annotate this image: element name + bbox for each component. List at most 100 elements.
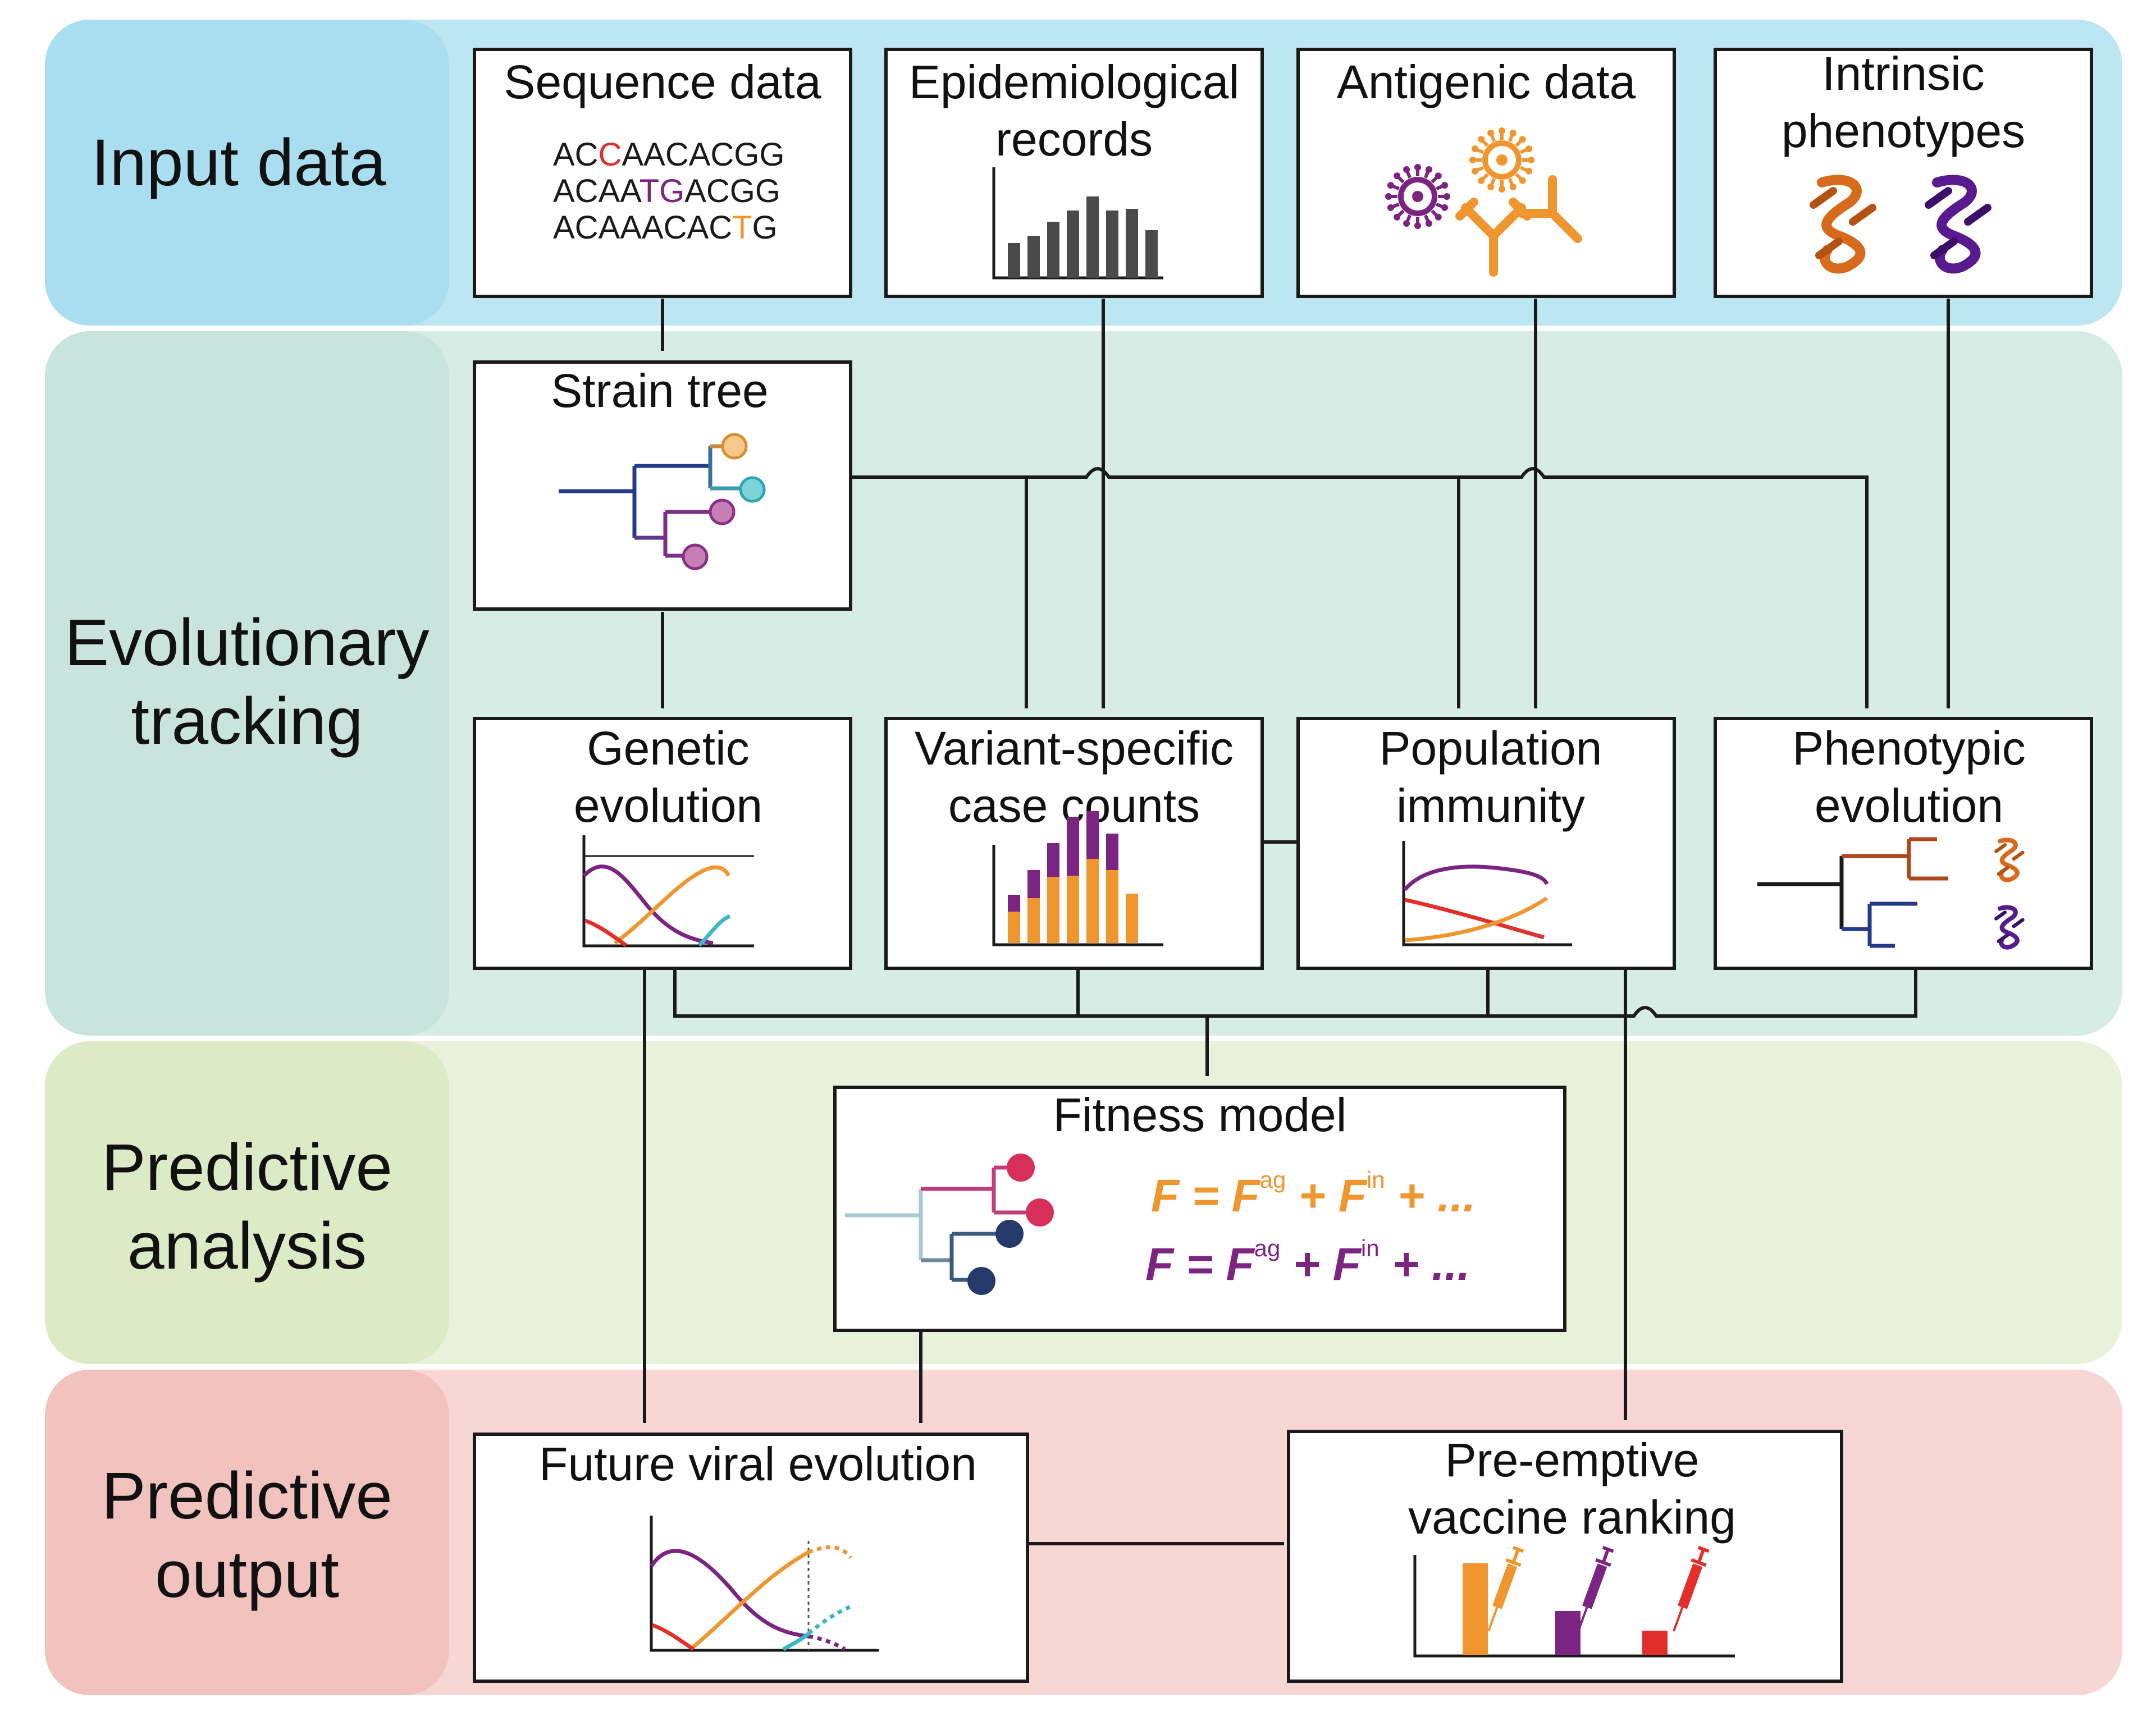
protein-structure-icon — [1810, 175, 1876, 274]
syringe-icon — [1673, 1545, 1710, 1632]
node-sequence-box — [473, 48, 852, 298]
band-input-label-panel — [45, 20, 449, 326]
epi-bar — [1106, 211, 1118, 278]
virus-spike-tip — [1469, 157, 1476, 163]
virus-spike-tip — [1509, 129, 1516, 136]
syringe-needle — [1673, 1607, 1684, 1632]
virus-spike-tip — [1525, 167, 1533, 175]
node-future-title: Future viral evolution — [539, 1438, 977, 1490]
virus-spike-tip — [1394, 172, 1401, 180]
epi-bar — [1047, 222, 1059, 278]
formula-lead: F = F — [1145, 1239, 1255, 1290]
band-label-input-line: Input data — [92, 126, 386, 200]
virus-spike-tip — [1519, 177, 1526, 184]
virus-spike-tip — [1509, 184, 1516, 191]
virus-spike-tip — [1425, 220, 1432, 227]
sequence-segment: G — [752, 209, 778, 246]
node-fitness-box — [833, 1086, 1566, 1332]
variant-bar-segment-purple — [1047, 843, 1059, 877]
formula-tail: + ... — [1380, 1239, 1470, 1290]
tree-tip — [739, 476, 766, 503]
antibody-icon-arm-tip — [1455, 198, 1478, 221]
node-phenotypic-box — [1714, 717, 2093, 970]
fitness-formula-orange: F = Fag + Fin + ... — [1151, 1166, 1476, 1221]
band-label-tracking-line: tracking — [131, 684, 363, 758]
node-fitness-title: Fitness model — [1053, 1088, 1347, 1141]
syringe-plunger — [1595, 1545, 1614, 1567]
node-antigenic-box — [1296, 48, 1676, 298]
virus-icon — [1469, 127, 1534, 193]
syringe-icon — [1577, 1545, 1614, 1632]
variant-bar-segment-orange — [1106, 870, 1118, 943]
vaccine-axis — [1413, 1555, 1735, 1658]
variant-bar-segment-purple — [1106, 834, 1118, 870]
genetic-curve-orange — [613, 865, 731, 945]
virus-spike-tip — [1435, 213, 1442, 221]
genetic-curve-purple — [582, 864, 714, 945]
sequence-line-2: ACAATGACGG — [553, 173, 780, 209]
connectors — [643, 299, 1950, 1545]
node-intrinsic-title-line: Intrinsic — [1822, 47, 1984, 100]
protein-icon-strand — [1994, 843, 2025, 876]
edge-row-collector — [673, 970, 1917, 1018]
population-curve-purple — [1403, 864, 1549, 891]
syringe-barrel — [1492, 1563, 1518, 1609]
syringe-icon — [1487, 1545, 1524, 1632]
node-population-title-line: immunity — [1396, 779, 1585, 832]
variant-bar-segment-purple — [1067, 817, 1079, 876]
protein-structure-icon — [1994, 838, 2025, 882]
node-genetic-title-line: Genetic — [587, 722, 750, 775]
virus-icon-core — [1398, 177, 1437, 216]
node-intrinsic-box — [1714, 48, 2093, 298]
sequence-segment: ACAAACAC — [553, 209, 732, 246]
future-curve-orange — [689, 1550, 810, 1651]
syringe-plunger — [1691, 1545, 1710, 1567]
band-label-output-line: output — [155, 1537, 339, 1612]
syringe-barrel — [1582, 1563, 1607, 1609]
sequence-segment: C — [599, 136, 622, 173]
fitness-tip — [1026, 1198, 1054, 1227]
virus-spike-tip — [1403, 166, 1410, 173]
virus-spike-tip — [1487, 184, 1495, 191]
syringe-barrel — [1677, 1563, 1703, 1609]
antibody-icon-arm — [1489, 203, 1526, 240]
virus-spike-tip — [1471, 167, 1478, 175]
band-label-output-line: Predictive — [102, 1459, 392, 1533]
node-strain-tree-title: Strain tree — [551, 364, 769, 417]
virus-icon-center — [1496, 154, 1508, 166]
virus-spike-tip — [1471, 145, 1478, 153]
virus-icon-center — [1412, 191, 1423, 202]
sequence-segment: T — [732, 209, 752, 246]
virus-spike-tip — [1519, 136, 1526, 143]
vaccine-bar — [1555, 1611, 1581, 1655]
virus-spike-tip — [1387, 182, 1394, 189]
future-curve-teal — [782, 1632, 810, 1651]
fitness-tip — [1007, 1154, 1035, 1182]
virus-icon-core — [1482, 140, 1522, 180]
sequence-line-3: ACAAACACTG — [553, 209, 778, 246]
syringe-needle — [1577, 1607, 1588, 1632]
future-curve-red — [651, 1623, 695, 1651]
protein-icon-ribbon — [1932, 175, 1981, 274]
protein-icon-ribbon — [1997, 838, 2020, 882]
node-epi-title-line: records — [995, 113, 1153, 166]
node-vaccine-title-line: vaccine ranking — [1408, 1491, 1736, 1544]
epi-bar — [1027, 236, 1040, 278]
band-label-input: Input data — [92, 126, 386, 200]
protein-icon-ribbon — [1817, 175, 1866, 274]
genetic-axis — [582, 835, 754, 948]
virus-spike-tip — [1499, 186, 1505, 193]
formula-sup-ag: ag — [1254, 1235, 1281, 1261]
formula-sup-in: in — [1361, 1235, 1380, 1261]
future-curve-orange-forecast — [807, 1545, 852, 1559]
